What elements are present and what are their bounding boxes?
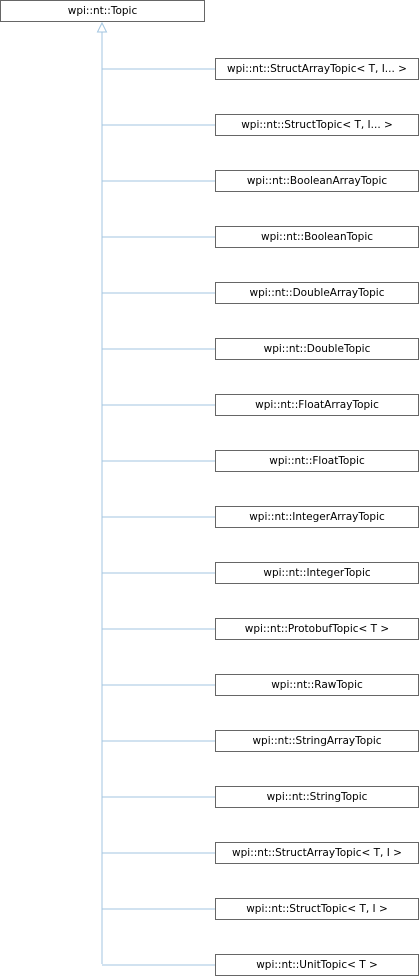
derived-class-node[interactable]: wpi::nt::IntegerTopic [215,562,419,584]
derived-class-node[interactable]: wpi::nt::RawTopic [215,674,419,696]
derived-class-node[interactable]: wpi::nt::ProtobufTopic< T > [215,618,419,640]
derived-class-node[interactable]: wpi::nt::StructArrayTopic< T, I > [215,842,419,864]
derived-class-node[interactable]: wpi::nt::StructTopic< T, I > [215,898,419,920]
derived-class-node[interactable]: wpi::nt::FloatArrayTopic [215,394,419,416]
derived-class-node[interactable]: wpi::nt::FloatTopic [215,450,419,472]
derived-class-node[interactable]: wpi::nt::StructArrayTopic< T, I... > [215,58,419,80]
derived-class-node[interactable]: wpi::nt::BooleanTopic [215,226,419,248]
derived-class-node[interactable]: wpi::nt::StructTopic< T, I... > [215,114,419,136]
derived-class-node[interactable]: wpi::nt::BooleanArrayTopic [215,170,419,192]
base-class-node[interactable]: wpi::nt::Topic [0,0,205,22]
derived-class-node[interactable]: wpi::nt::StringTopic [215,786,419,808]
branch-lines [102,68,215,966]
derived-class-node[interactable]: wpi::nt::UnitTopic< T > [215,954,419,976]
inheritance-arrowhead [96,21,108,33]
derived-class-node[interactable]: wpi::nt::DoubleArrayTopic [215,282,419,304]
derived-class-node[interactable]: wpi::nt::IntegerArrayTopic [215,506,419,528]
derived-class-node[interactable]: wpi::nt::StringArrayTopic [215,730,419,752]
derived-class-node[interactable]: wpi::nt::DoubleTopic [215,338,419,360]
